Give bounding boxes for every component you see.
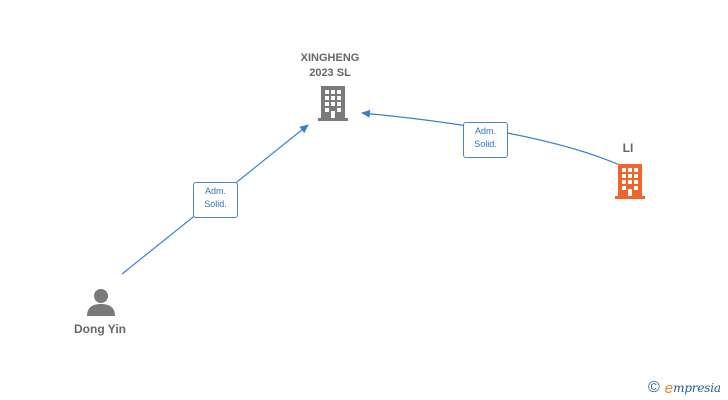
relation-label-line2: Solid. [474,139,497,149]
person-name[interactable]: Dong Yin [74,322,126,336]
relation-label-line1: Adm. [204,186,226,196]
company-name[interactable]: XINGHENG 2023 SL [270,51,390,81]
shareholder-name[interactable]: LI [622,141,634,155]
empresia-footer[interactable]: © e mpresia [648,378,721,398]
brand-initial: e [664,379,674,397]
relation-label-line1: Adm. [474,126,496,136]
relation-label-line2: Solid. [204,199,227,209]
edge-li-to-company [361,109,623,167]
relation-label: Adm. Solid. [463,122,508,158]
person-icon[interactable] [86,287,116,317]
company-name-line2: 2023 SL [309,67,351,79]
brand-name: mpresia [673,381,721,395]
building-icon[interactable] [316,84,350,122]
relation-label: Adm. Solid. [193,182,238,218]
company-name-line1: XINGHENG [300,52,360,64]
copyright-icon: © [648,379,660,396]
building-icon[interactable] [613,162,647,200]
